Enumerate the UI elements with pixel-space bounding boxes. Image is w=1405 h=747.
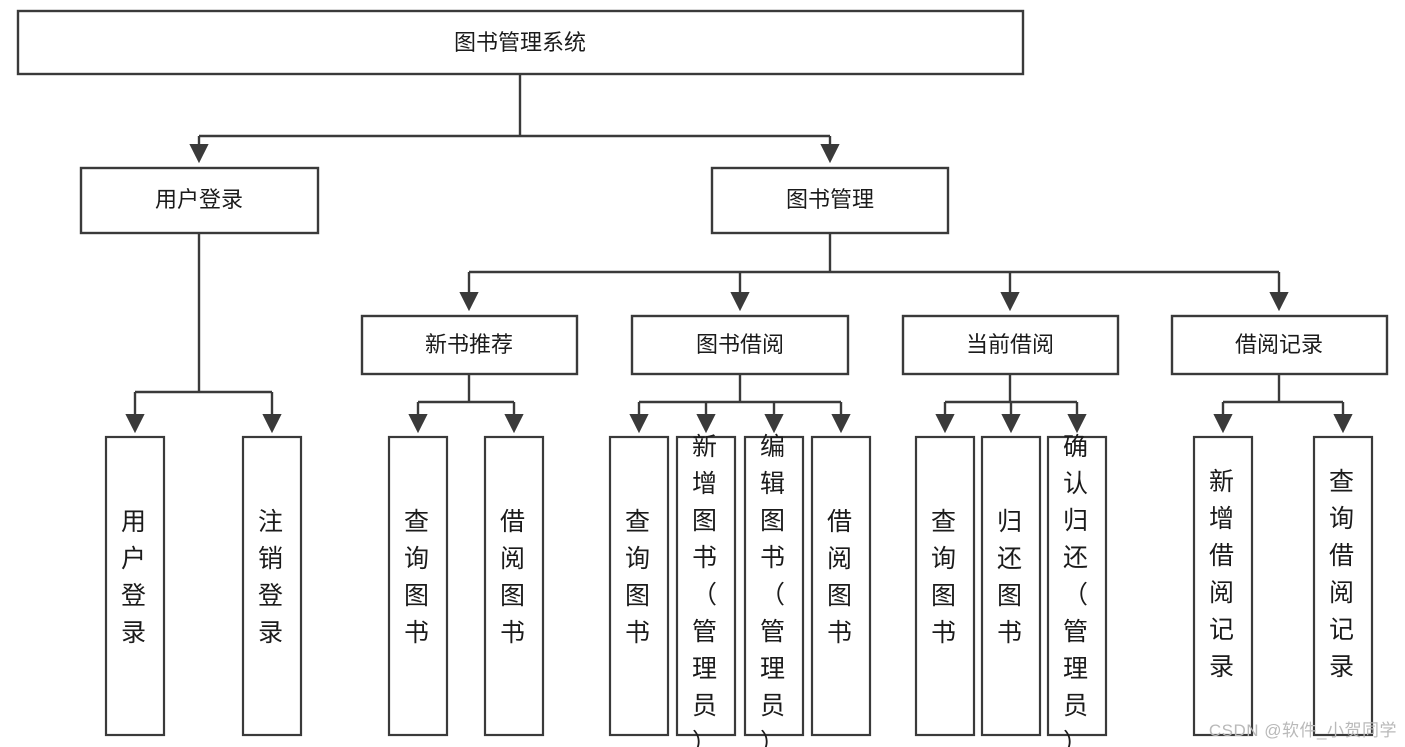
node-root-system[interactable]: 图书管理系统 <box>16 9 1025 76</box>
connector-book-borrow-to-leaves <box>629 374 851 434</box>
node-leaf-current-borrow-2-label: 归还图书 <box>997 508 1025 647</box>
node-leaf-book-borrow-1[interactable]: 查询图书 <box>608 435 670 737</box>
connector-user-login-to-leaves <box>125 233 282 434</box>
node-user-login-label: 用户登录 <box>155 187 243 212</box>
node-leaf-borrow-record-1[interactable]: 新增借阅记录 <box>1192 435 1254 737</box>
connector-book-management-to-level2 <box>459 233 1289 312</box>
node-leaf-book-borrow-3[interactable]: 编辑图书（管理员） <box>743 433 805 747</box>
node-borrow-record[interactable]: 借阅记录 <box>1170 314 1389 376</box>
csdn-watermark: CSDN @软件_小贺同学 <box>1208 721 1397 740</box>
node-user-login[interactable]: 用户登录 <box>79 166 320 235</box>
node-book-borrow[interactable]: 图书借阅 <box>630 314 850 376</box>
node-leaf-book-borrow-2-label: 新增图书（管理员） <box>692 433 720 747</box>
node-leaf-borrow-record-1-label: 新增借阅记录 <box>1209 468 1237 681</box>
node-book-management[interactable]: 图书管理 <box>710 166 950 235</box>
connector-new-book-to-leaves <box>408 374 524 434</box>
node-leaf-current-borrow-1[interactable]: 查询图书 <box>914 435 976 737</box>
node-leaf-book-borrow-1-label: 查询图书 <box>625 508 653 647</box>
node-book-borrow-label: 图书借阅 <box>696 332 784 357</box>
node-borrow-record-label: 借阅记录 <box>1235 332 1323 357</box>
node-new-book-recommend-label: 新书推荐 <box>425 332 513 357</box>
node-leaf-new-book-1[interactable]: 查询图书 <box>387 435 449 737</box>
node-leaf-current-borrow-3-label: 确认归还（管理员） <box>1063 433 1091 747</box>
node-leaf-book-borrow-4-label: 借阅图书 <box>827 508 855 647</box>
connector-root-to-level1 <box>189 74 840 164</box>
connector-current-borrow-to-leaves <box>935 374 1087 434</box>
node-new-book-recommend[interactable]: 新书推荐 <box>360 314 579 376</box>
node-leaf-new-book-2-label: 借阅图书 <box>500 508 528 647</box>
node-leaf-book-borrow-3-label: 编辑图书（管理员） <box>760 433 788 747</box>
node-current-borrow-label: 当前借阅 <box>966 332 1054 357</box>
node-leaf-current-borrow-2[interactable]: 归还图书 <box>980 435 1042 737</box>
node-leaf-current-borrow-3[interactable]: 确认归还（管理员） <box>1046 433 1108 747</box>
node-leaf-borrow-record-2-label: 查询借阅记录 <box>1329 468 1357 681</box>
node-leaf-user-login-1[interactable]: 用户登录 <box>104 435 166 737</box>
node-book-management-label: 图书管理 <box>786 187 874 212</box>
node-root-system-label: 图书管理系统 <box>454 30 586 55</box>
node-current-borrow[interactable]: 当前借阅 <box>901 314 1120 376</box>
node-leaf-book-borrow-2[interactable]: 新增图书（管理员） <box>675 433 737 747</box>
node-leaf-book-borrow-4[interactable]: 借阅图书 <box>810 435 872 737</box>
node-leaf-user-login-2-label: 注销登录 <box>258 508 286 647</box>
node-leaf-user-login-2[interactable]: 注销登录 <box>241 435 303 737</box>
node-leaf-user-login-1-label: 用户登录 <box>121 508 149 647</box>
node-leaf-new-book-2[interactable]: 借阅图书 <box>483 435 545 737</box>
node-leaf-new-book-1-label: 查询图书 <box>404 508 432 647</box>
connector-borrow-record-to-leaves <box>1213 374 1353 434</box>
node-leaf-current-borrow-1-label: 查询图书 <box>931 508 959 647</box>
node-leaf-borrow-record-2[interactable]: 查询借阅记录 <box>1312 435 1374 737</box>
